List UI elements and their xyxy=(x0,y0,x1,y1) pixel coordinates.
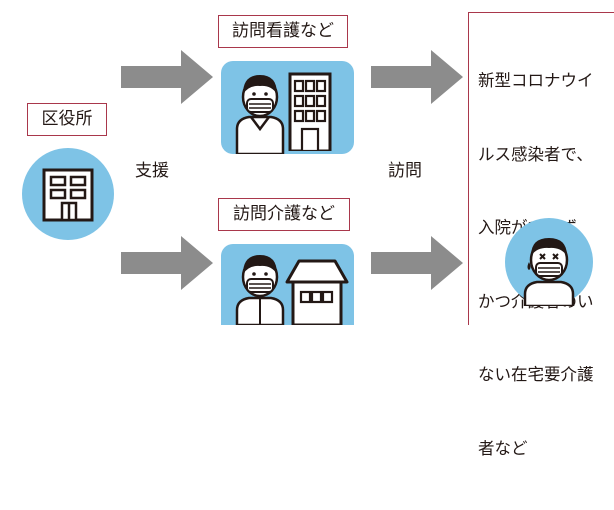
arrow-to-care xyxy=(121,236,213,290)
target-line: ルス感染者で、 xyxy=(478,144,593,164)
arrow-to-nursing xyxy=(121,50,213,104)
nurse-icon xyxy=(235,75,285,154)
support-label: 支援 xyxy=(135,161,169,181)
arrow-from-care xyxy=(371,236,463,290)
target-line: 者など xyxy=(478,438,528,458)
home-nursing-label: 訪問看護など xyxy=(218,15,348,48)
caregiver-icon xyxy=(235,255,285,325)
home-care-label: 訪問介護など xyxy=(218,198,350,231)
target-description-box: 新型コロナウイ ルス感染者で、 入院ができず、 かつ介護者のい ない在宅要介護 … xyxy=(468,12,614,458)
ward-office-label: 区役所 xyxy=(27,103,107,136)
home-nursing-label-text: 訪問看護など xyxy=(232,21,334,41)
ward-office-label-text: 区役所 xyxy=(41,109,93,129)
hospital-building-icon xyxy=(288,72,332,151)
home-care-scene xyxy=(221,244,354,325)
home-nursing-scene xyxy=(221,61,354,154)
office-building-icon xyxy=(42,168,94,222)
sick-person-icon xyxy=(523,238,575,306)
ward-office-icon-circle xyxy=(22,148,114,240)
target-line: ない在宅要介護 xyxy=(478,365,594,384)
target-line: 新型コロナウイ xyxy=(478,71,594,90)
visit-label: 訪問 xyxy=(388,161,422,181)
care-house-icon xyxy=(285,259,349,325)
arrow-from-nursing xyxy=(371,50,463,104)
home-care-label-text: 訪問介護など xyxy=(233,204,335,224)
sick-person-circle xyxy=(505,218,593,306)
